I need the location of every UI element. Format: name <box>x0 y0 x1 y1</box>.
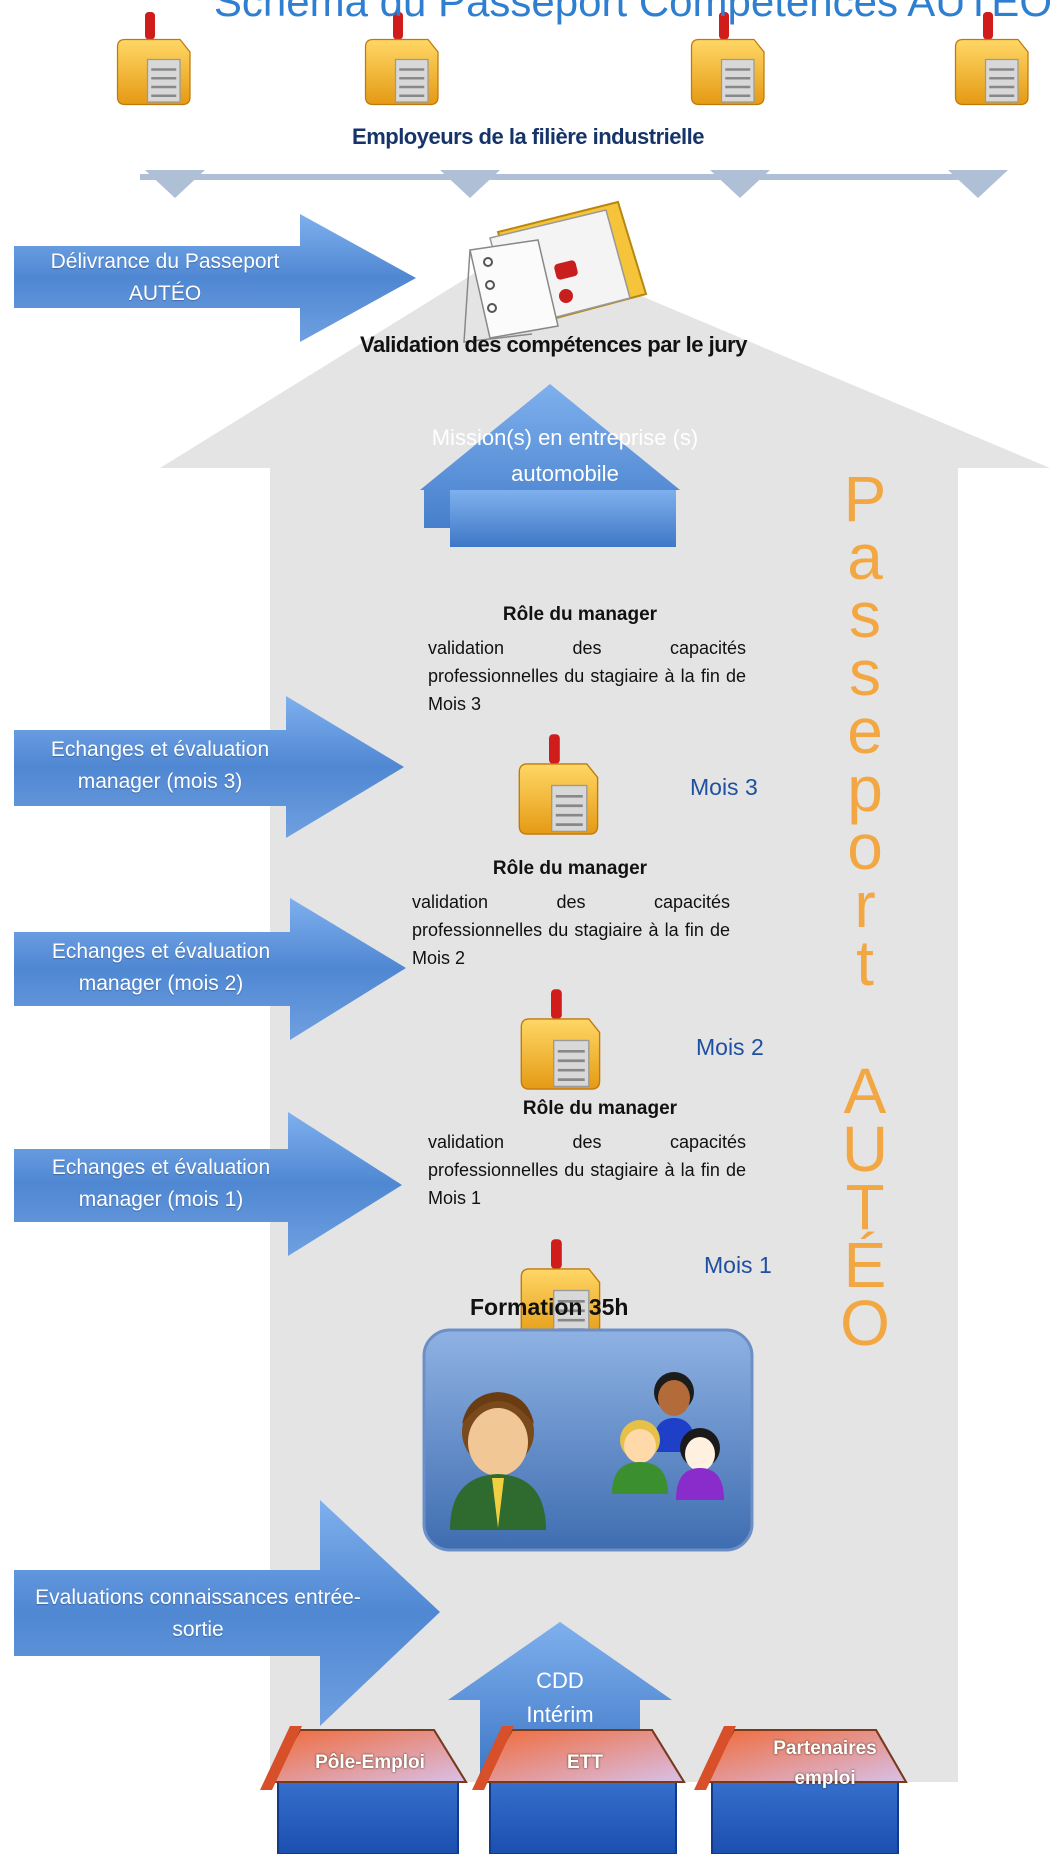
month-label-1: Mois 1 <box>704 1252 772 1278</box>
delivrance-arrow-label: Délivrance du Passeport AUTÉO <box>50 250 280 305</box>
mois3-arrow-label: Echanges et évaluation manager (mois 3) <box>50 738 270 793</box>
role-title-2: Rôle du manager <box>492 858 648 879</box>
role-text-1: validation des capacités professionnelle… <box>428 1132 746 1208</box>
month-label-2: Mois 2 <box>696 1034 764 1060</box>
vertical-title-letter: t <box>856 927 874 999</box>
vertical-title-letter: A <box>843 1055 887 1127</box>
page-title: Schéma du Passeport Compétences AUTÉO <box>213 0 1052 25</box>
vertical-title-letter: P <box>843 463 887 535</box>
vertical-title-letter <box>820 992 910 1062</box>
cdd-interim-label: CDD Intérim <box>526 1668 594 1727</box>
house-partenaires-icon <box>694 1726 908 1854</box>
house-label-pole-emploi: Pôle-Emploi <box>315 1752 425 1773</box>
formation-label: Formation 35h <box>470 1294 629 1320</box>
vertical-title-letter: T <box>845 1171 885 1243</box>
house-pole-emploi-icon <box>260 1726 468 1854</box>
mois2-arrow-label: Echanges et évaluation manager (mois 2) <box>51 940 271 995</box>
house-label-partenaires: Partenaires emploi <box>773 1738 877 1789</box>
vertical-title-letter: O <box>840 1287 890 1359</box>
house-label-ett: ETT <box>567 1752 603 1773</box>
group-icon <box>612 1372 724 1500</box>
vertical-title-letter: U <box>841 1113 889 1185</box>
role-text-3: validation des capacités professionnelle… <box>428 638 746 714</box>
employers-label: Employeurs de la filière industrielle <box>352 124 704 149</box>
vertical-title-letter: o <box>847 811 883 883</box>
vertical-title-letter: É <box>843 1229 887 1301</box>
mission-label: Mission(s) en entreprise (s) automobile <box>431 425 699 486</box>
month-label-3: Mois 3 <box>690 774 758 800</box>
vertical-title-letter: s <box>849 579 881 651</box>
binder-icon <box>463 200 648 343</box>
jury-validation-label: Validation des compétences par le jury <box>360 332 747 357</box>
vertical-title-letter: e <box>847 695 883 767</box>
role-text-2: validation des capacités professionnelle… <box>412 892 730 968</box>
trainer-icon <box>450 1392 546 1530</box>
vertical-title-letter: p <box>847 753 883 825</box>
role-title-1: Rôle du manager <box>522 1098 678 1119</box>
mois1-arrow-label: Echanges et évaluation manager (mois 1) <box>51 1156 271 1211</box>
vertical-title-letter: a <box>847 521 883 593</box>
evaluations-arrow-label: Evaluations connaissances entrée-sortie <box>35 1586 361 1641</box>
house-ett-icon <box>472 1726 686 1854</box>
vertical-title-letter: s <box>849 637 881 709</box>
role-title-3: Rôle du manager <box>502 604 658 625</box>
vertical-title-letter: r <box>854 869 876 941</box>
